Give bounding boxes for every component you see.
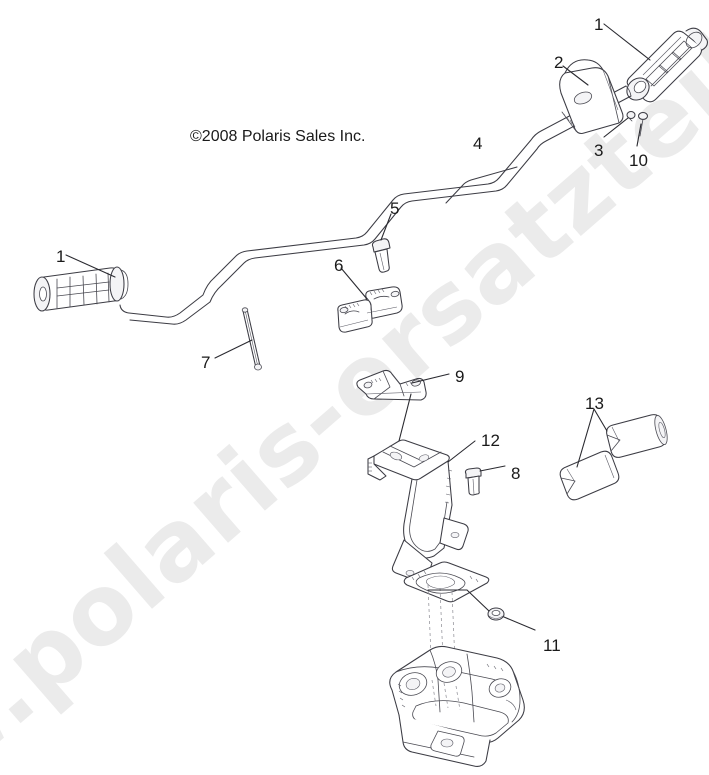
part-handlebar-clamp-lower	[356, 369, 450, 401]
leader-bracket-to-clamp	[398, 393, 412, 442]
callout-2: 2	[554, 53, 564, 72]
part-rod-pin	[214, 307, 262, 371]
part-handlebar	[119, 85, 632, 325]
callout-4: 4	[473, 134, 483, 153]
part-bolt-bracket	[464, 465, 506, 496]
part-bolt-clamp	[371, 213, 392, 273]
reference-steering-post-plate	[403, 561, 490, 603]
callout-11: 11	[543, 636, 561, 655]
part-handlebar-grip-right	[603, 23, 708, 103]
copyright-notice: ©2008 Polaris Sales Inc.	[190, 128, 366, 145]
reference-chassis-casting	[389, 645, 525, 767]
part-screw-small	[636, 111, 649, 147]
callout-13: 13	[585, 394, 604, 413]
callout-1-left: 1	[56, 247, 66, 266]
callout-8: 8	[511, 464, 521, 483]
callout-1-right: 1	[594, 15, 604, 34]
part-bushing-damper	[559, 408, 668, 501]
part-screw-throttle-housing	[603, 110, 636, 138]
callout-6: 6	[334, 256, 344, 275]
callout-10: 10	[629, 151, 648, 170]
part-throttle-housing-cover	[559, 59, 624, 135]
callout-7: 7	[201, 353, 211, 372]
callout-5: 5	[390, 199, 400, 218]
part-nut	[427, 589, 536, 631]
callout-3: 3	[594, 141, 604, 160]
callout-12: 12	[481, 431, 500, 450]
callout-9: 9	[455, 367, 465, 386]
part-handlebar-grip-left	[33, 254, 129, 312]
part-handlebar-clamp-upper	[337, 267, 403, 333]
